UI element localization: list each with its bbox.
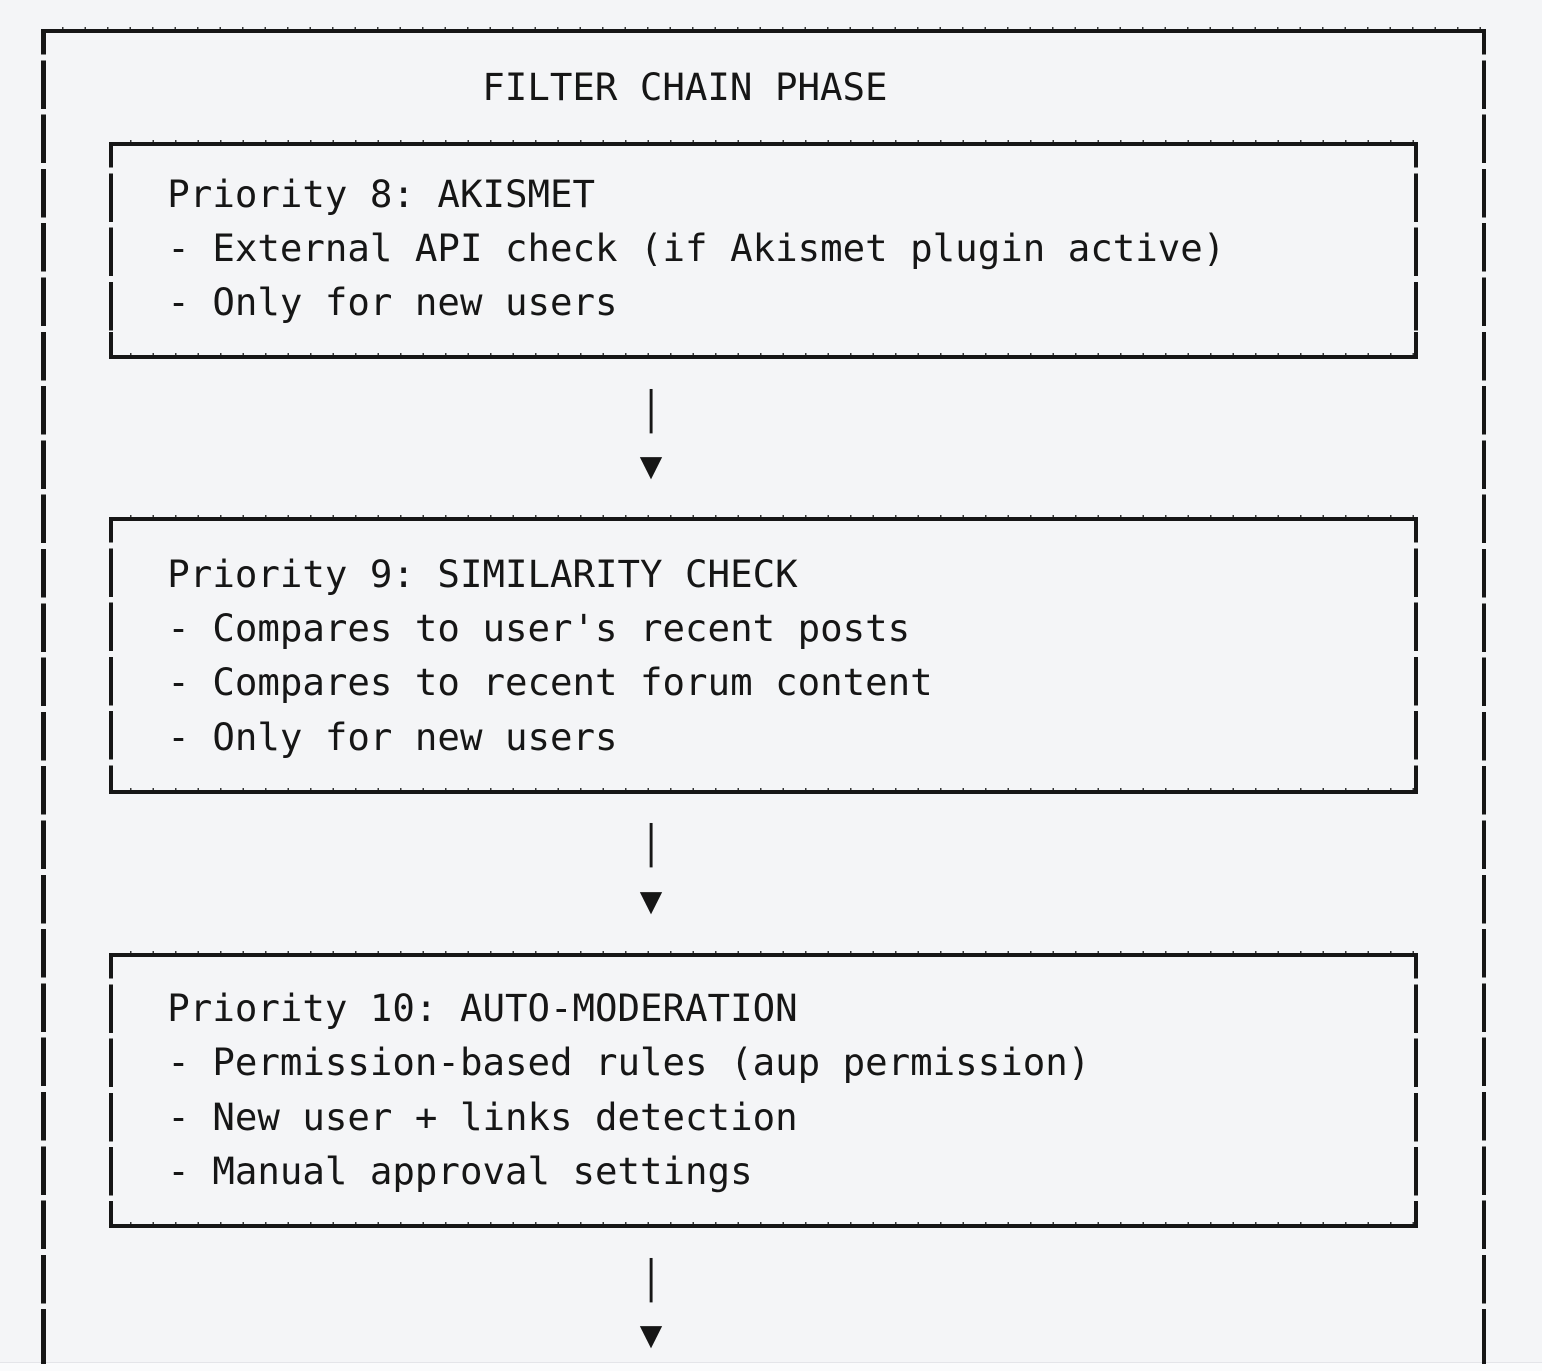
box-heading: Priority 8: AKISMET	[167, 171, 596, 216]
box-heading: Priority 9: SIMILARITY CHECK	[167, 551, 798, 596]
outer-frame-right-border	[1481, 31, 1487, 1364]
box-top-border	[108, 139, 1419, 147]
box-top-border	[108, 514, 1419, 522]
diagram-title: FILTER CHAIN PHASE	[482, 64, 888, 109]
box-top-border	[108, 950, 1419, 958]
bullet-line: - Only for new users	[167, 280, 618, 325]
box-left-border	[108, 955, 114, 1226]
box-left-border	[108, 519, 114, 792]
down-arrow-icon: ▼	[639, 443, 663, 488]
box-heading: Priority 10: AUTO-MODERATION	[167, 986, 798, 1031]
arrow-stem: │	[639, 1257, 663, 1302]
box-bottom-border	[108, 787, 1419, 795]
box-right-border	[1413, 144, 1419, 357]
down-arrow-icon: ▼	[639, 1311, 663, 1356]
box-bottom-border	[108, 352, 1419, 360]
outer-frame-left-border	[41, 31, 46, 1364]
bullet-line: - External API check (if Akismet plugin …	[167, 225, 1226, 270]
box-right-border	[1413, 519, 1419, 792]
box-right-border	[1413, 955, 1419, 1226]
box-left-border	[108, 144, 114, 357]
down-arrow-icon: ▼	[639, 877, 663, 922]
bullet-line: - Permission-based rules (aup permission…	[167, 1040, 1091, 1085]
bottom-edge-strip	[0, 1362, 1542, 1371]
box-bottom-border	[108, 1221, 1419, 1229]
bullet-line: - Compares to recent forum content	[167, 660, 933, 705]
bullet-line: - New user + links detection	[167, 1094, 798, 1139]
arrow-stem: │	[639, 823, 663, 868]
arrow-stem: │	[639, 388, 663, 433]
bullet-line: - Manual approval settings	[167, 1149, 753, 1193]
outer-frame-top-border	[41, 26, 1487, 34]
bullet-line: - Only for new users	[167, 714, 618, 759]
bullet-line: - Compares to user's recent posts	[167, 606, 911, 650]
